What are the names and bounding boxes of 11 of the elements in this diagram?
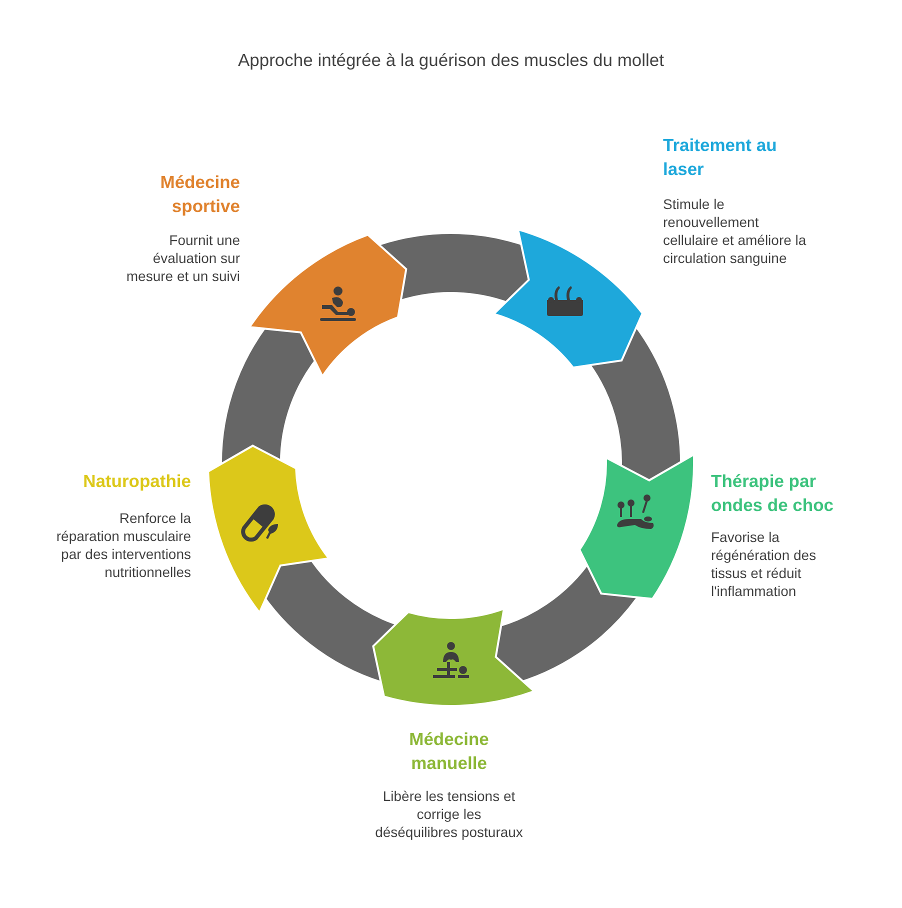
description: Libère les tensions et corrige les déséquilibres posturaux [374, 787, 524, 841]
heading: Thérapie par ondes de choc [711, 470, 835, 517]
description: Favorise la régénération des tissus et réduit l'inflammation [711, 528, 818, 600]
title: Approche intégrée à la guérison des muscles du mollet [236, 50, 666, 71]
heading: Médecine manuelle [408, 728, 490, 775]
description: Stimule le renouvellement cellulaire et améliore la circulation sanguine [663, 195, 808, 267]
heading: Traitement au laser [663, 134, 778, 181]
heading: Médecine sportive [159, 171, 240, 218]
description: Fournit une évaluation sur mesure et un suivi [125, 231, 240, 285]
heading: Naturopathie [82, 470, 191, 493]
description: Renforce la réparation musculaire par des interventions nutritionnelles [56, 509, 191, 581]
